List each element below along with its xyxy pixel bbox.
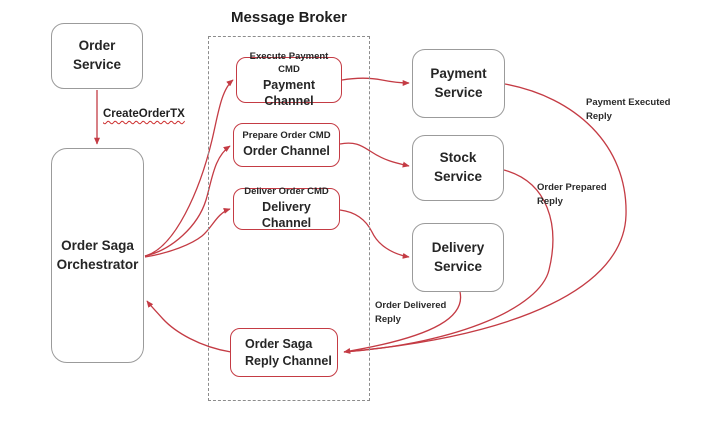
node-delivery-service-label: Delivery Service	[431, 239, 485, 274]
payment-executed-reply-line2: Reply	[586, 111, 612, 123]
channel-order-cmd-label: Prepare Order CMD	[242, 130, 331, 142]
channel-order-saga-reply-label: Order Saga Reply Channel	[245, 336, 332, 368]
order-delivered-reply-line2: Reply	[375, 314, 401, 326]
order-delivered-reply-label: Order Delivered Reply	[375, 299, 446, 328]
node-payment-service-label: Payment Service	[430, 65, 487, 100]
node-delivery-service: Delivery Service	[412, 223, 504, 292]
channel-order-name-label: Order Channel	[243, 144, 330, 159]
node-payment-service: Payment Service	[412, 49, 505, 118]
node-stock-service: Stock Service	[412, 135, 504, 201]
payment-executed-reply-line1: Payment Executed	[586, 97, 671, 108]
channel-delivery: Deliver Order CMD Delivery Channel	[233, 186, 340, 231]
channel-order: Prepare Order CMD Order Channel	[233, 123, 340, 167]
channel-delivery-name-label: Delivery Channel	[261, 200, 312, 231]
channel-payment-name-label: Payment Channel	[262, 77, 316, 108]
node-order-saga-orchestrator-label: Order Saga Orchestrator	[56, 237, 139, 272]
node-stock-service-label: Stock Service	[433, 150, 483, 184]
create-order-tx-label: CreateOrderTX	[103, 108, 185, 120]
node-order-service: Order Service	[51, 23, 143, 89]
order-prepared-reply-label: Order Prepared Reply	[537, 181, 607, 210]
channel-delivery-cmd-label: Deliver Order CMD	[244, 186, 329, 198]
order-prepared-reply-line2: Reply	[537, 196, 563, 208]
channel-payment: Execute Payment CMD Payment Channel	[236, 51, 342, 108]
channel-payment-cmd-label: Execute Payment CMD	[249, 50, 329, 75]
node-order-service-label: Order Service	[72, 38, 122, 72]
message-broker-boundary	[208, 36, 370, 401]
order-prepared-reply-line1: Order Prepared	[537, 182, 607, 193]
payment-executed-reply-label: Payment Executed Reply	[586, 96, 670, 125]
order-delivered-reply-line1: Order Delivered	[375, 300, 447, 311]
channel-order-saga-reply: Order Saga Reply Channel	[230, 328, 338, 377]
message-broker-title: Message Broker	[231, 9, 347, 26]
node-order-saga-orchestrator: Order Saga Orchestrator	[51, 148, 144, 363]
